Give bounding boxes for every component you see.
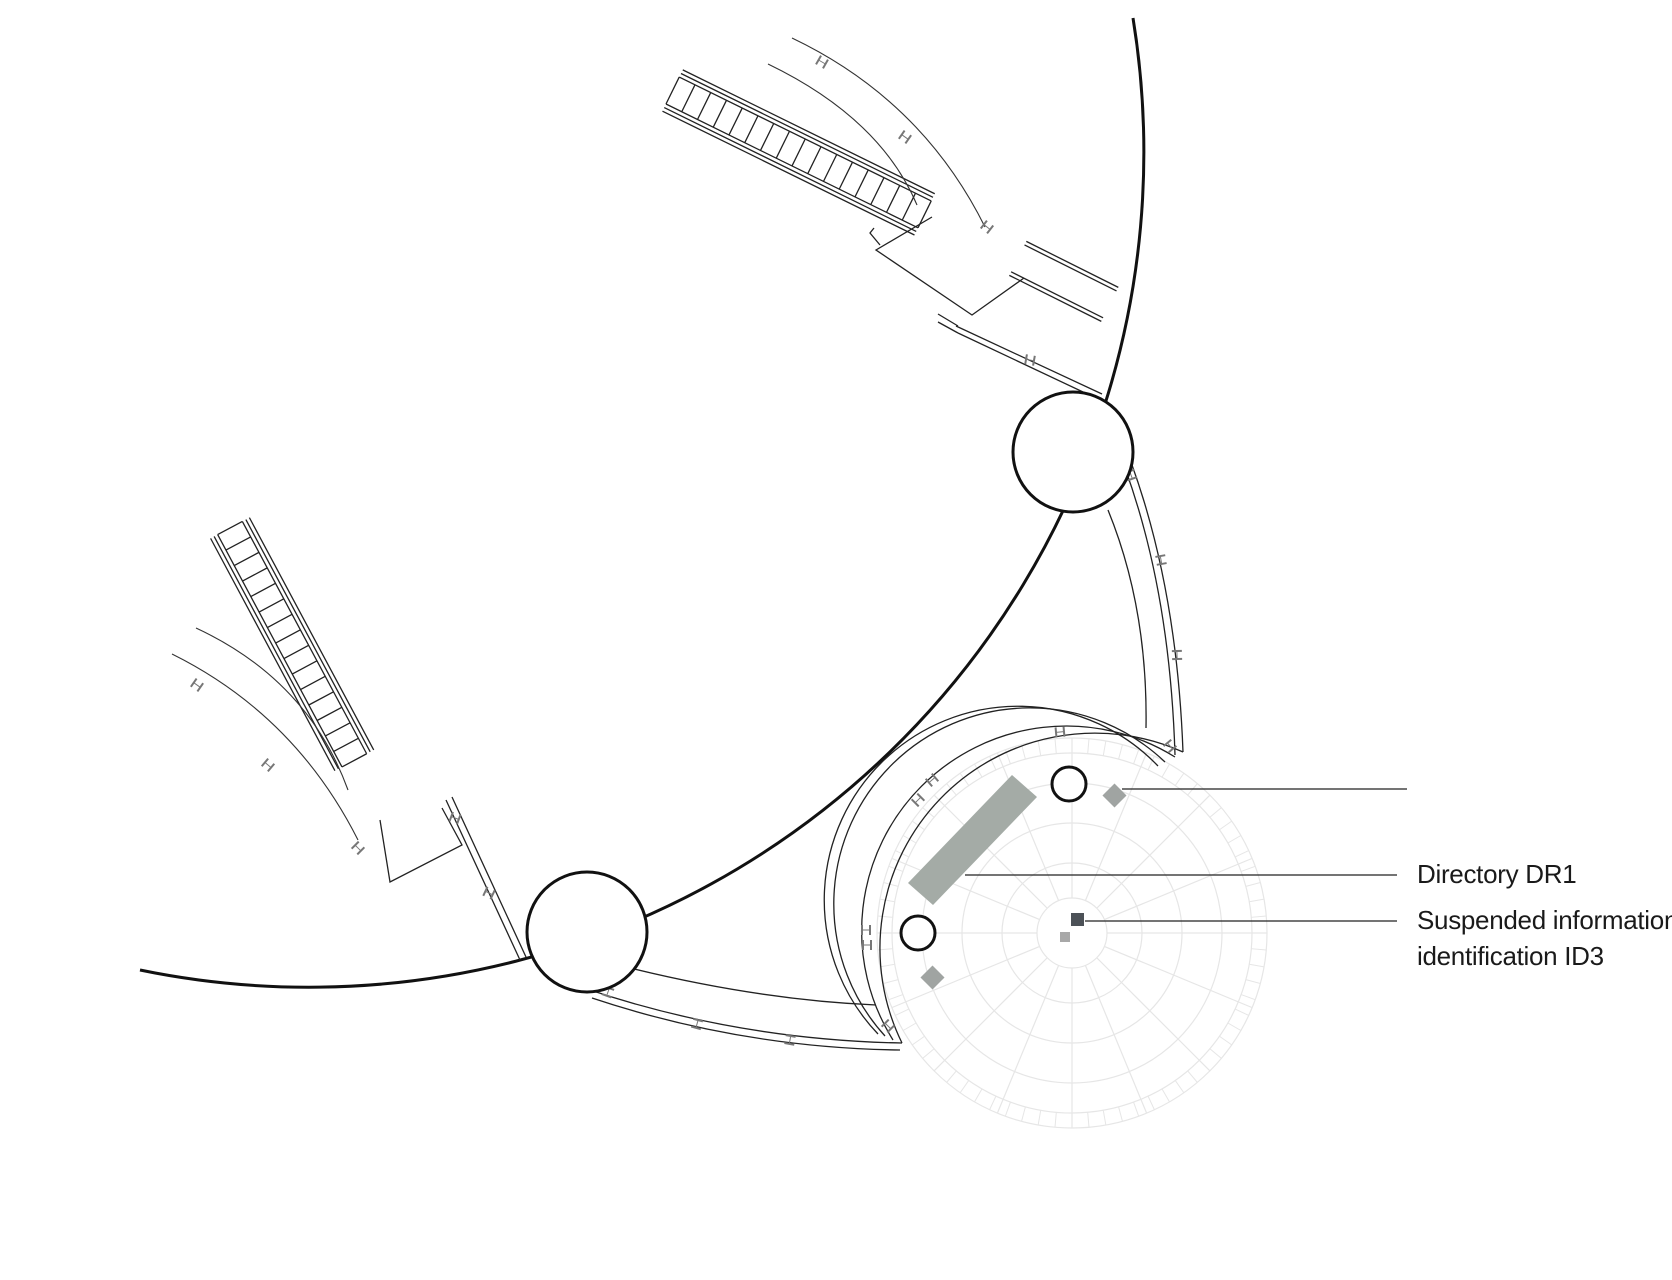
small-column-top <box>1050 765 1088 803</box>
lower-guide-arcs <box>171 627 359 841</box>
upper-escalator <box>662 69 1119 401</box>
directory-dr1-label: Directory DR1 <box>1417 859 1577 889</box>
lower-escalator <box>210 517 527 961</box>
large-column-upper <box>1011 390 1135 514</box>
directory-dr1-sign <box>908 775 1037 905</box>
outer-wall <box>139 17 1146 989</box>
sign-marker-lower <box>920 965 945 990</box>
plaza-balustrade <box>823 705 1184 1044</box>
small-column-left <box>899 914 937 952</box>
suspended-id3-sign <box>1071 913 1084 926</box>
balustrade-ticks <box>190 55 1183 1046</box>
upper-guide-arcs <box>767 37 986 228</box>
upper-walkway <box>1107 464 1184 756</box>
suspended-id3-point <box>1060 932 1070 942</box>
suspended-id3-label-line1: Suspended information <box>1417 905 1672 935</box>
lower-walkway <box>589 967 903 1051</box>
leader-lines <box>965 788 1407 922</box>
large-column-lower <box>525 870 649 994</box>
suspended-id3-label-line2: identification ID3 <box>1417 941 1604 971</box>
sign-marker-upper <box>1102 783 1127 808</box>
